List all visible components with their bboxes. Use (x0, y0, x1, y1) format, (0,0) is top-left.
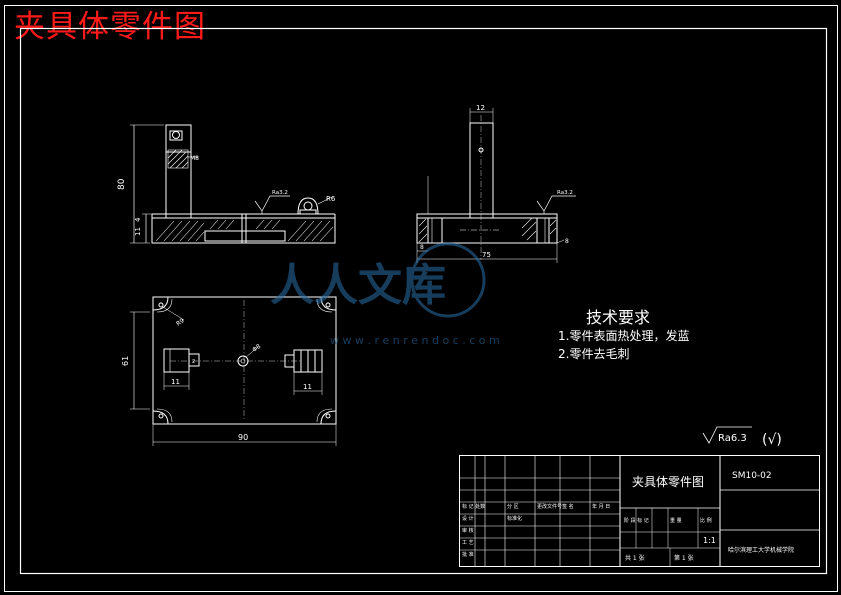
dim-hole-b: R6 (326, 195, 336, 203)
surface-symbol: Ra6.3 (718, 433, 747, 444)
roughness-side: Ra3.2 (557, 190, 573, 196)
side-view (416, 108, 576, 263)
plan-view (130, 296, 337, 446)
tb-row-1: 标 记 处数 (462, 503, 485, 510)
dim-height: 80 (117, 178, 127, 190)
tb-stage-2: 重 量 (670, 517, 682, 524)
front-view (130, 124, 336, 244)
title-scale: 1:1 (703, 536, 716, 545)
title-block (459, 455, 820, 567)
title-part-name: 夹具体零件图 (632, 475, 704, 489)
sheet-border (4, 5, 838, 592)
dim-left: 8 (420, 244, 424, 251)
tb-row-8: 审 核 (462, 527, 474, 534)
tb-row-4: 签 名 (562, 503, 574, 510)
tech-req-title: 技术要求 (586, 308, 650, 327)
tb-row-2: 分 区 (507, 503, 519, 510)
dim-slot-w: 11 (171, 378, 180, 386)
tb-sheet-1: 共 1 张 (625, 554, 645, 562)
dim-plan-height: 61 (121, 356, 130, 366)
dim-hole: Φ8 (251, 343, 262, 354)
watermark-text: 人人文库 (270, 260, 446, 311)
dim-lug-w: 2 (192, 359, 195, 365)
roughness-front: Ra3.2 (272, 190, 288, 196)
dim-corner-r: R9 (175, 317, 186, 327)
tb-row-10: 批 准 (462, 551, 474, 558)
drawing-heading: 夹具体零件图 (14, 9, 206, 45)
tb-row-9: 工 艺 (462, 540, 474, 546)
dim-d2: 11 (134, 227, 142, 236)
surface-note: (√) (762, 432, 782, 448)
title-block-text: 夹具体零件图 SM10-02 1:1 哈尔滨理工大学机械学院 标 记 处数 分 … (462, 471, 794, 562)
dim-right: 8 (565, 238, 569, 245)
side-view-labels: 12 75 8 8 Ra3.2 (420, 104, 573, 259)
dim-slot-w2: 11 (303, 383, 312, 391)
tb-row-7: 标准化 (507, 515, 522, 522)
dim-d1: 4 (134, 217, 142, 222)
plan-view-labels: 61 90 11 11 R9 Φ8 2 (121, 317, 312, 442)
side-hatch (418, 217, 557, 243)
dim-width-top: 12 (476, 104, 485, 112)
technical-requirements: 技术要求 1.零件表面热处理，发蓝 2.零件去毛刺 (558, 308, 689, 361)
dim-width: 75 (482, 251, 491, 259)
tb-row-5: 年 月 日 (592, 503, 610, 510)
watermark-url: w w w . r e n r e n d o c . c o m (330, 334, 500, 347)
tb-stage-1: 阶 段 标 记 (624, 517, 649, 524)
hatch-base (155, 219, 334, 242)
title-school: 哈尔滨理工大学机械学院 (728, 546, 794, 554)
front-view-labels: 80 4 11 M8 R6 Ra3.2 (117, 155, 336, 236)
tb-stage-3: 比 例 (700, 517, 712, 524)
dim-hole-a: M8 (190, 155, 199, 162)
tb-row-3: 更改文件号 (537, 503, 562, 510)
dim-plan-length: 90 (238, 433, 248, 442)
tb-row-6: 设 计 (462, 515, 474, 522)
tb-sheet-2: 第 1 张 (674, 554, 694, 562)
watermark: 人人文库 w w w . r e n r e n d o c . c o m (270, 242, 500, 347)
tech-req-item-2: 2.零件去毛刺 (558, 347, 629, 361)
hatch-upright (167, 149, 189, 169)
surface-finish: Ra6.3 (√) (702, 426, 782, 448)
title-code: SM10-02 (732, 471, 772, 481)
tech-req-item-1: 1.零件表面热处理，发蓝 (558, 328, 689, 343)
